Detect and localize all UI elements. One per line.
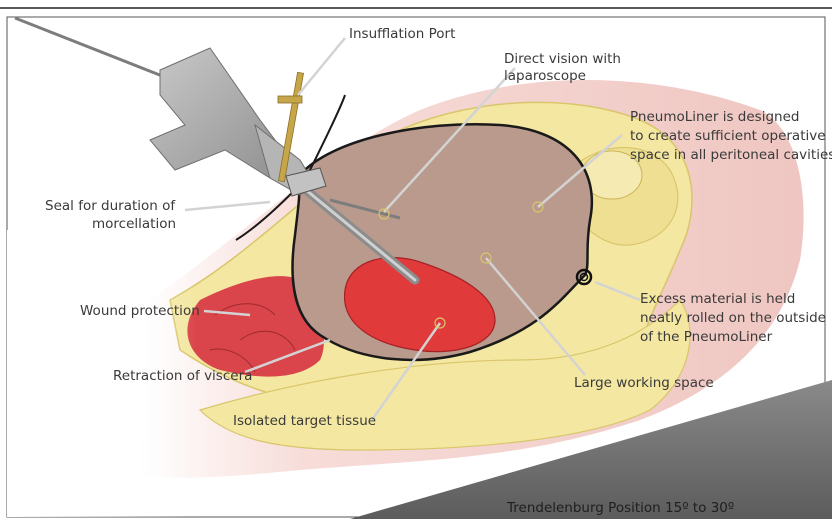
label-insufflation-port: Insufflation Port: [349, 26, 455, 42]
label-wound-protection: Wound protection: [80, 303, 200, 319]
label-direct-vision-1: Direct vision with: [504, 51, 621, 67]
label-direct-vision-2: laparoscope: [504, 68, 586, 84]
label-trendelenburg: Trendelenburg Position 15º to 30º: [506, 500, 734, 516]
insufflation-valve: [278, 96, 302, 103]
label-pneumoliner-1: PneumoLiner is designed: [630, 109, 799, 125]
label-pneumoliner-3: space in all peritoneal cavities: [630, 147, 832, 163]
label-excess-3: of the PneumoLiner: [640, 329, 773, 345]
label-pneumoliner-2: to create sufficient operative: [630, 128, 826, 144]
label-seal-2: morcellation: [92, 216, 176, 232]
label-seal-1: Seal for duration of: [45, 198, 176, 214]
label-isolated-target: Isolated target tissue: [233, 413, 376, 429]
label-excess-1: Excess material is held: [640, 291, 795, 307]
label-large-space: Large working space: [574, 375, 714, 391]
label-retraction: Retraction of viscera: [113, 368, 252, 384]
label-excess-2: neatly rolled on the outside: [640, 310, 826, 326]
